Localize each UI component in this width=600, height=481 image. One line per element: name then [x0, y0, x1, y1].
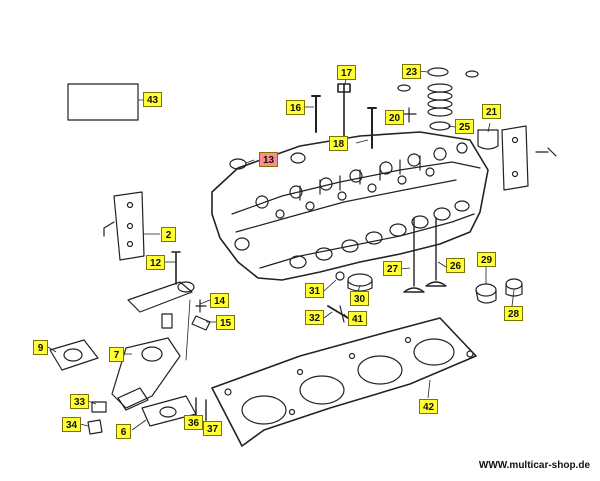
part-31	[335, 271, 345, 281]
cap-25	[429, 121, 451, 131]
callout-23: 23	[402, 64, 421, 79]
part-43-blank-box	[67, 83, 139, 121]
callout-37: 37	[203, 421, 222, 436]
callout-9: 9	[33, 340, 48, 355]
callout-34: 34	[62, 417, 81, 432]
callout-17: 17	[337, 65, 356, 80]
callout-21: 21	[482, 104, 501, 119]
callout-30: 30	[350, 291, 369, 306]
callout-32: 32	[305, 310, 324, 325]
stud-16	[311, 95, 321, 133]
callout-7: 7	[109, 347, 124, 362]
bracket-right	[501, 125, 529, 191]
callout-2: 2	[161, 227, 176, 242]
callout-29: 29	[477, 252, 496, 267]
callout-13: 13	[259, 152, 278, 167]
callout-41: 41	[348, 311, 367, 326]
callout-25: 25	[455, 119, 474, 134]
callout-27: 27	[383, 261, 402, 276]
gasket-9	[49, 339, 99, 371]
cylinder-head	[211, 131, 489, 281]
callout-42: 42	[419, 399, 438, 414]
pin-20	[401, 107, 417, 123]
part-32	[327, 305, 349, 319]
tappet-21	[477, 129, 499, 150]
bracket-2	[113, 191, 145, 261]
valve-spring	[427, 83, 453, 117]
callout-33: 33	[70, 394, 89, 409]
callout-36: 36	[184, 415, 203, 430]
valve-26	[425, 217, 447, 287]
outlet-pipe	[127, 281, 193, 313]
callout-20: 20	[385, 110, 404, 125]
part-41	[339, 305, 345, 323]
callout-6: 6	[116, 424, 131, 439]
valve-27	[403, 217, 425, 293]
part-34	[87, 419, 103, 435]
seat-29	[475, 283, 497, 297]
sensor-14	[195, 299, 207, 313]
callout-16: 16	[286, 100, 305, 115]
callout-26: 26	[446, 258, 465, 273]
plug-13	[229, 158, 247, 170]
thermostat-housing-7	[111, 337, 181, 409]
website-url: WWW.multicar-shop.de	[478, 460, 590, 471]
callout-15: 15	[216, 315, 235, 330]
callout-14: 14	[210, 293, 229, 308]
part-33	[91, 401, 107, 413]
sensor-15	[191, 315, 211, 331]
callout-12: 12	[146, 255, 165, 270]
seat-28	[505, 278, 523, 290]
part-30	[347, 273, 373, 287]
head-gasket-42	[211, 317, 477, 447]
callout-43: 43	[143, 92, 162, 107]
callout-31: 31	[305, 283, 324, 298]
callout-28: 28	[504, 306, 523, 321]
stud-18	[367, 107, 377, 149]
washer-23	[427, 67, 449, 77]
bolt-12	[171, 251, 181, 285]
callout-18: 18	[329, 136, 348, 151]
